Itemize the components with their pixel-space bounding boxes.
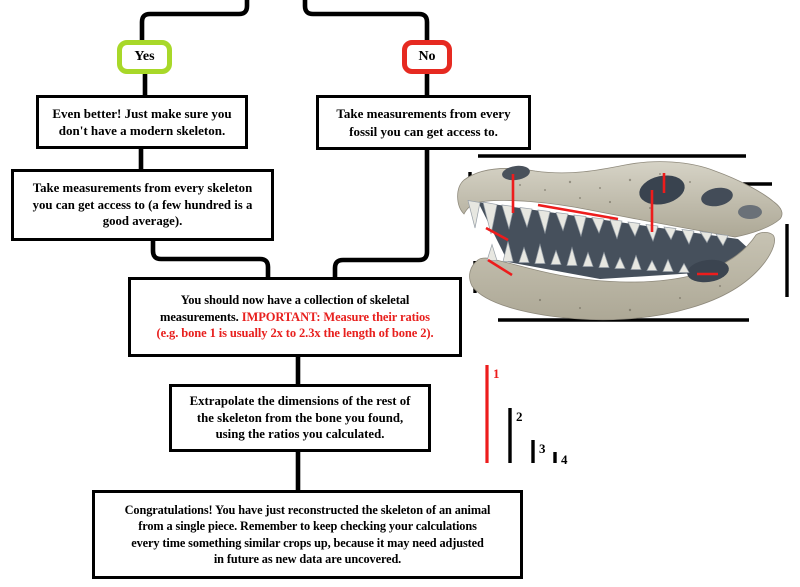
node-collection-line2-red: IMPORTANT: Measure their ratios [241, 309, 430, 324]
ratio-tick-label-1: 1 [493, 366, 500, 381]
bone-speckles [519, 173, 721, 312]
node-congrats-line2: from a single piece. Remember to keep ch… [138, 519, 477, 534]
ratio-tick-label-4: 4 [561, 452, 568, 467]
node-extrapolate-line3: using the ratios you calculated. [215, 427, 385, 442]
node-skeleton-line2: you can get access to (a few hundred is … [32, 197, 253, 212]
node-extrapolate-line1: Extrapolate the dimensions of the rest o… [189, 393, 411, 408]
connector-top-to-no [302, 0, 430, 40]
connector-skeleton-to-collection [150, 240, 271, 278]
measurement-line-dentary [487, 258, 513, 277]
node-even-better-line1: Even better! Just make sure you [52, 105, 232, 121]
nostril-opening [502, 165, 530, 181]
node-skeleton-line1: Take measurements from every skeleton [32, 180, 253, 195]
ratio-tick-label-2: 2 [516, 409, 523, 424]
measurement-line-maxilla [537, 203, 619, 221]
node-collection-line2: measurements. IMPORTANT: Measure their r… [160, 309, 430, 326]
node-collection-line2-black: measurements. [160, 309, 239, 324]
ratio-tick-label-3: 3 [539, 441, 546, 456]
node-congrats-line3: every time something similar crops up, b… [131, 535, 484, 550]
connector-fossil-to-collection [332, 150, 430, 278]
node-extrapolate-line2: the skeleton from the bone you found, [196, 410, 404, 425]
connector-top-to-yes [139, 0, 250, 40]
eye-socket-opening [639, 175, 685, 205]
upper-teeth [467, 200, 729, 247]
node-fossil-line2: fossil you can get access to. [349, 123, 498, 139]
measurement-line-premax [485, 226, 509, 242]
measurement-lines [485, 173, 718, 277]
skull-figure: 1 2 3 4 [457, 154, 789, 467]
node-fossil-line1: Take measurements from every [336, 106, 511, 122]
decision-yes: Yes [117, 40, 172, 74]
crocodile-skull-image [457, 161, 783, 321]
decision-no: No [402, 40, 452, 74]
lower-teeth [486, 241, 690, 273]
node-congrats-line4: in future as new data are uncovered. [213, 551, 402, 566]
node-congrats-line1: Congratulations! You have just reconstru… [124, 503, 491, 518]
decision-no-label: No [418, 49, 436, 64]
skull-lower-jaw [469, 231, 775, 321]
rear-skull-shadow [738, 205, 762, 219]
ratio-ticks: 1 2 3 4 [485, 365, 568, 467]
node-extrapolate: Extrapolate the dimensions of the rest o… [169, 384, 431, 452]
node-even-better: Even better! Just make sure you don't ha… [36, 95, 248, 149]
node-collection: You should now have a collection of skel… [128, 277, 462, 357]
decision-yes-label: Yes [134, 49, 155, 64]
mandibular-fenestra [687, 259, 729, 283]
node-collection-line3: (e.g. bone 1 is usually 2x to 2.3x the l… [156, 326, 434, 341]
node-skeleton-line3: good average). [102, 214, 183, 229]
node-skeleton-measure: Take measurements from every skeleton yo… [11, 169, 274, 241]
node-fossil-measure: Take measurements from every fossil you … [316, 95, 531, 150]
temporal-opening [701, 187, 733, 207]
node-congratulations: Congratulations! You have just reconstru… [92, 490, 523, 579]
node-collection-line1: You should now have a collection of skel… [180, 293, 410, 308]
node-even-better-line2: don't have a modern skeleton. [58, 123, 226, 138]
